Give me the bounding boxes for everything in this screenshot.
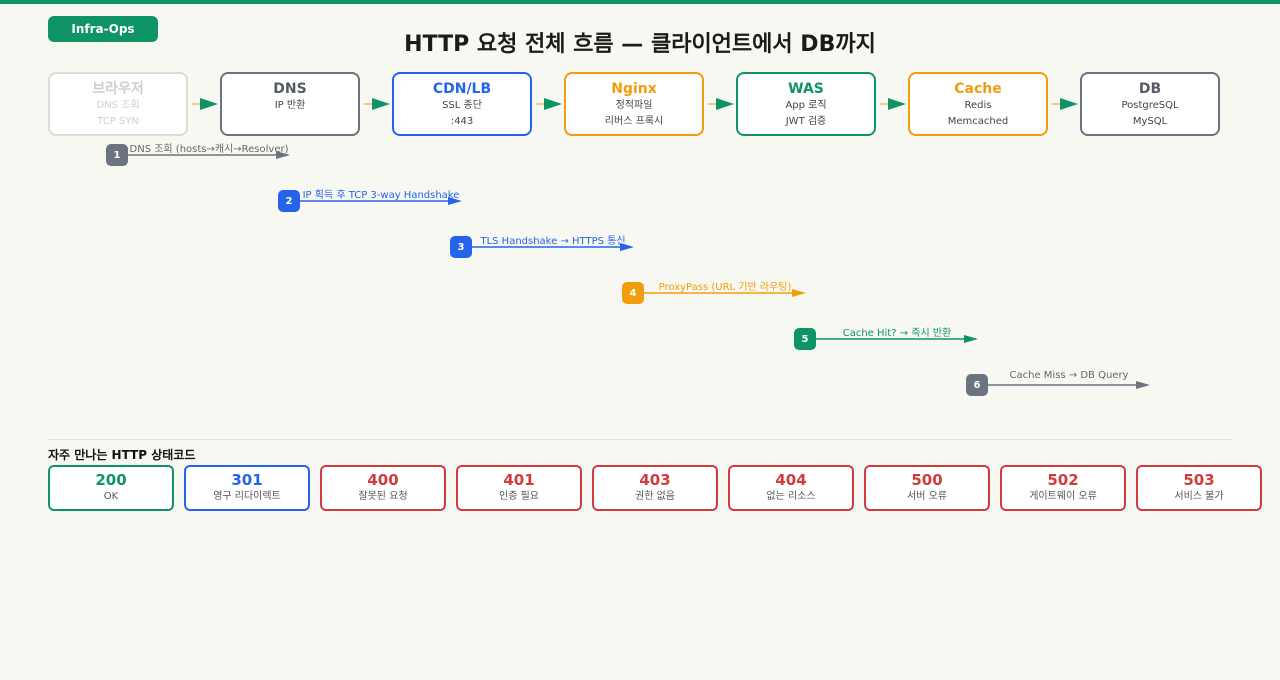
- node-2: CDN/LB SSL 종단 :443: [392, 72, 532, 136]
- status-code-card: 404 없는 리소스: [728, 465, 854, 511]
- step-arrowhead: [1136, 381, 1150, 389]
- status-code: 301: [231, 471, 263, 489]
- node-detail: [222, 114, 358, 130]
- connector-arrow: [364, 98, 390, 110]
- node-1: DNS IP 반환: [220, 72, 360, 136]
- step-label: Cache Hit? → 즉시 반환: [842, 328, 952, 339]
- status-code: 200: [95, 471, 127, 489]
- step-arrowhead: [792, 289, 806, 297]
- status-desc: 권한 없음: [635, 491, 675, 502]
- node-detail: JWT 검증: [785, 116, 827, 127]
- node-title: Cache: [954, 81, 1002, 97]
- connector-arrow: [192, 98, 218, 110]
- status-code: 404: [775, 471, 807, 489]
- status-code-card: 502 게이트웨이 오류: [1000, 465, 1126, 511]
- node-detail: Memcached: [947, 116, 1009, 127]
- step-arrowhead: [276, 151, 290, 159]
- connector-arrow: [1052, 98, 1078, 110]
- step-number-badge: 6: [966, 374, 988, 396]
- node-detail: SSL 종단: [442, 100, 482, 111]
- step-label: IP 획득 후 TCP 3-way Handshake: [302, 190, 460, 201]
- status-section-title: 자주 만나는 HTTP 상태코드: [48, 448, 196, 462]
- step-label: DNS 조회 (hosts→캐시→Resolver): [129, 144, 289, 155]
- step-number-badge: 2: [278, 190, 300, 212]
- node-title: CDN/LB: [432, 81, 492, 97]
- status-desc: OK: [103, 491, 119, 502]
- node-title: DB: [1138, 81, 1162, 97]
- status-desc: 잘못된 요청: [358, 491, 408, 502]
- status-code-card: 301 영구 리다이렉트: [184, 465, 310, 511]
- status-code: 403: [639, 471, 671, 489]
- step-number-badge: 5: [794, 328, 816, 350]
- status-code-card: 500 서버 오류: [864, 465, 990, 511]
- step-arrowhead: [620, 243, 634, 251]
- status-code: 500: [911, 471, 943, 489]
- node-detail: DNS 조회: [96, 100, 140, 111]
- step-label: TLS Handshake → HTTPS 통신: [480, 236, 626, 247]
- status-desc: 인증 필요: [499, 491, 539, 502]
- step-arrowhead: [448, 197, 462, 205]
- step-arrowhead: [964, 335, 978, 343]
- status-code: 400: [367, 471, 399, 489]
- node-6: DB PostgreSQL MySQL: [1080, 72, 1220, 136]
- top-accent-bar: [0, 0, 1280, 4]
- node-detail: App 로직: [785, 100, 827, 111]
- step-number-badge: 4: [622, 282, 644, 304]
- status-code: 503: [1183, 471, 1215, 489]
- node-4: WAS App 로직 JWT 검증: [736, 72, 876, 136]
- page-title: HTTP 요청 전체 흐름 — 클라이언트에서 DB까지: [404, 32, 876, 57]
- node-detail: IP 반환: [274, 100, 306, 111]
- node-detail: 리버스 프록시: [604, 116, 664, 127]
- section-divider: [48, 439, 1232, 440]
- node-detail: Redis: [964, 100, 992, 111]
- status-desc: 서버 오류: [907, 491, 947, 502]
- node-detail: :443: [450, 116, 474, 127]
- step-label: Cache Miss → DB Query: [1009, 370, 1129, 381]
- node-title: 브라우저: [92, 81, 144, 97]
- connector-arrow: [708, 98, 734, 110]
- step-label: ProxyPass (URL 기반 라우팅): [658, 282, 792, 293]
- node-detail: 정적파일: [615, 100, 653, 111]
- status-desc: 영구 리다이렉트: [213, 491, 281, 502]
- category-badge: Infra-Ops: [48, 16, 158, 42]
- step-arrows: [128, 151, 1150, 389]
- step-number-badge: 3: [450, 236, 472, 258]
- status-code-card: 503 서비스 불가: [1136, 465, 1262, 511]
- node-detail: TCP SYN: [97, 116, 139, 127]
- status-desc: 게이트웨이 오류: [1029, 491, 1097, 502]
- status-desc: 서비스 불가: [1174, 491, 1224, 502]
- node-detail: MySQL: [1132, 116, 1168, 127]
- status-code-card: 401 인증 필요: [456, 465, 582, 511]
- status-code-card: 400 잘못된 요청: [320, 465, 446, 511]
- node-title: WAS: [788, 81, 824, 97]
- status-code: 401: [503, 471, 535, 489]
- status-code-card: 403 권한 없음: [592, 465, 718, 511]
- status-desc: 없는 리소스: [766, 491, 816, 502]
- step-number-badge: 1: [106, 144, 128, 166]
- node-detail: PostgreSQL: [1121, 100, 1179, 111]
- status-code: 502: [1047, 471, 1079, 489]
- connector-arrow: [536, 98, 562, 110]
- node-title: Nginx: [611, 81, 657, 97]
- node-title: DNS: [273, 81, 307, 97]
- node-0: 브라우저 DNS 조회 TCP SYN: [48, 72, 188, 136]
- connector-arrow: [880, 98, 906, 110]
